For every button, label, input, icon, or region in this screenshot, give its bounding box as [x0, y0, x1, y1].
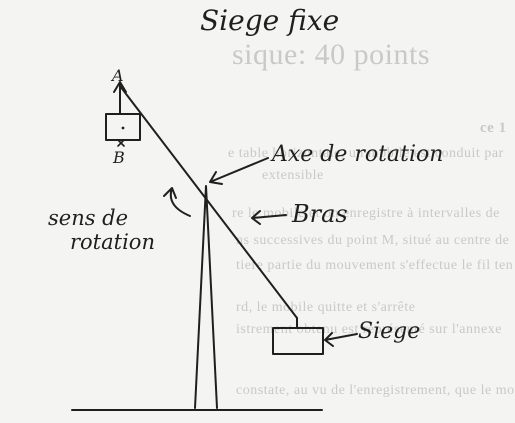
- label-point-b: B: [113, 148, 125, 167]
- arm-pointer-arrow: [251, 210, 287, 225]
- seat-box: [272, 327, 324, 355]
- point-b-mark: [117, 139, 125, 147]
- background-line: ns successives du point M, situé au cent…: [236, 233, 510, 248]
- background-line: rd, le mobile quitte et s'arrête: [236, 300, 416, 315]
- label-rotation-sense-line2: rotation: [70, 230, 155, 254]
- label-arm: Bras: [292, 200, 348, 228]
- label-axis-of-rotation: Axe de rotation: [272, 142, 444, 167]
- background-line: tiere partie du mouvement s'effectue le …: [236, 258, 514, 273]
- label-rotation-sense-line1: sens de: [48, 206, 129, 230]
- arm-line: [119, 85, 298, 319]
- label-point-a: A: [112, 66, 124, 85]
- seat-pointer-arrow: [324, 332, 358, 347]
- background-line: e table horizontale, un mobile est condu…: [228, 146, 504, 161]
- axis-pointer-arrow: [209, 157, 269, 185]
- background-section: ce 1: [480, 120, 507, 136]
- arrow-to-a: [113, 81, 127, 115]
- label-seat: Siege: [358, 319, 421, 344]
- diagram-title: Siege fixe: [200, 4, 340, 37]
- box-center-dot: [121, 126, 125, 130]
- rotation-arrow: [163, 187, 191, 217]
- background-line: istrement obtenu est représenté sur l'an…: [236, 322, 502, 337]
- background-heading: sique: 40 points: [232, 38, 431, 71]
- background-line: constate, au vu de l'enregistrement, que…: [236, 383, 515, 398]
- mast: [194, 185, 218, 409]
- background-line: re le mobile et on enregistre à interval…: [232, 206, 500, 221]
- background-line: extensible: [262, 168, 324, 183]
